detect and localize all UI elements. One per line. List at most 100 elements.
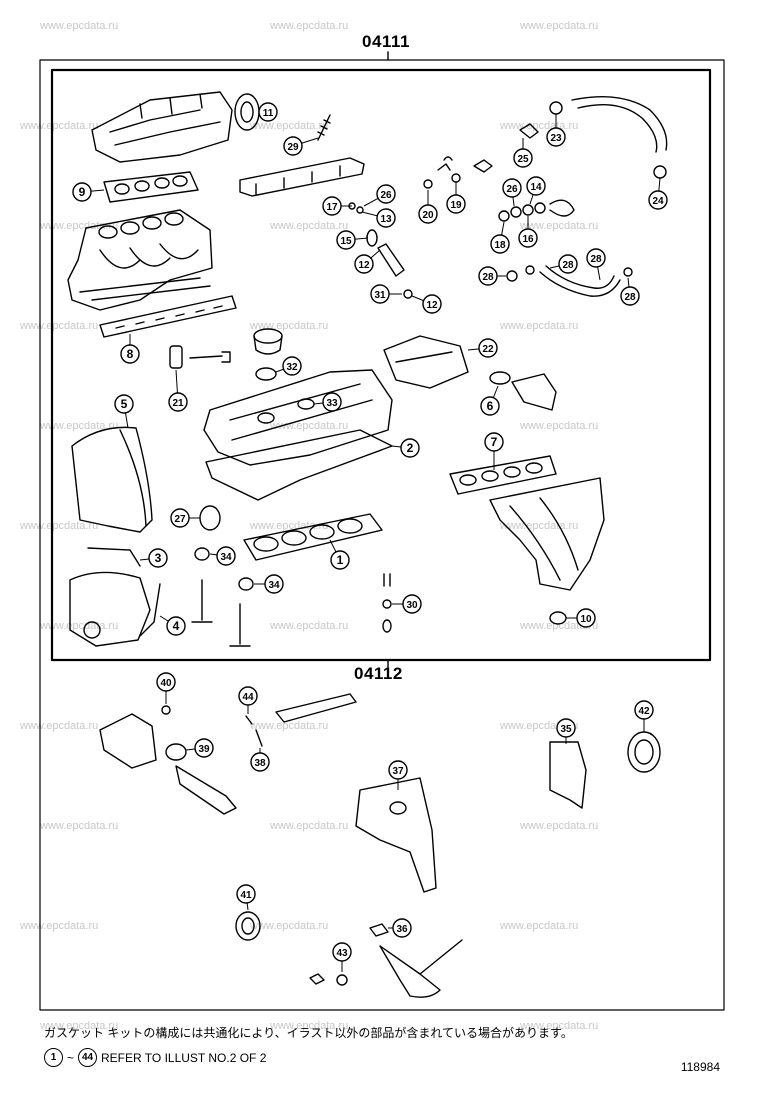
part-gasket-9 bbox=[103, 171, 199, 203]
callout-circle bbox=[546, 127, 566, 147]
part-gasket-11 bbox=[234, 93, 260, 131]
watermark-text: www.epcdata.ru bbox=[250, 120, 329, 132]
callout-circle bbox=[400, 438, 420, 458]
callout-29: 29 bbox=[283, 136, 303, 156]
callout-28: 28 bbox=[620, 286, 640, 306]
callout-number: 39 bbox=[198, 744, 210, 755]
ref-end-number: 44 bbox=[78, 1048, 98, 1067]
part-grommet-33 bbox=[297, 398, 315, 410]
callout-circle bbox=[322, 392, 342, 412]
callout-41: 41 bbox=[236, 884, 256, 904]
callout-10: 10 bbox=[576, 608, 596, 628]
callout-25: 25 bbox=[513, 148, 533, 168]
callout-34: 34 bbox=[216, 546, 236, 566]
callout-number: 28 bbox=[562, 260, 574, 271]
callout-16: 16 bbox=[518, 228, 538, 248]
watermark-text: www.epcdata.ru bbox=[250, 520, 329, 532]
callout-circle bbox=[194, 738, 214, 758]
inner-frame-04111 bbox=[50, 68, 712, 662]
part-cylinder-head-cover bbox=[203, 369, 393, 466]
watermark-text: www.epcdata.ru bbox=[500, 920, 579, 932]
part-rear-seal-retainer-35 bbox=[549, 741, 587, 809]
callout-19: 19 bbox=[446, 194, 466, 214]
callout-circle bbox=[422, 294, 442, 314]
callout-circle bbox=[376, 208, 396, 228]
part-bolt-21 bbox=[169, 345, 231, 369]
callout-13: 13 bbox=[376, 208, 396, 228]
callout-circle bbox=[264, 574, 284, 594]
callout-12: 12 bbox=[354, 254, 374, 274]
part-oil-strainer bbox=[379, 939, 463, 998]
callout-circle bbox=[156, 672, 176, 692]
watermark-text: www.epcdata.ru bbox=[270, 220, 349, 232]
callout-circle bbox=[418, 204, 438, 224]
ref-tilde: ~ bbox=[67, 1050, 75, 1065]
callout-number: 31 bbox=[374, 290, 386, 301]
callout-number: 27 bbox=[174, 514, 186, 525]
part-oring-40 bbox=[161, 705, 171, 715]
callout-33: 33 bbox=[322, 392, 342, 412]
callout-39: 39 bbox=[194, 738, 214, 758]
watermark-text: www.epcdata.ru bbox=[270, 20, 349, 32]
watermark-text: www.epcdata.ru bbox=[40, 620, 119, 632]
part-delivery-pipe bbox=[239, 157, 365, 197]
watermark-text: www.epcdata.ru bbox=[40, 1020, 119, 1032]
part-exhaust-manifold-gasket-7 bbox=[449, 455, 557, 495]
callout-circle bbox=[586, 248, 606, 268]
callout-circle bbox=[502, 178, 522, 198]
callout-37: 37 bbox=[388, 760, 408, 780]
callout-circle bbox=[322, 196, 342, 216]
callout-number: 9 bbox=[79, 185, 86, 199]
part-timing-cover-lower bbox=[69, 571, 151, 647]
callout-circle bbox=[556, 718, 576, 738]
callout-35: 35 bbox=[556, 718, 576, 738]
part-water-pump bbox=[99, 713, 237, 815]
callout-circle bbox=[576, 608, 596, 628]
callout-number: 26 bbox=[506, 184, 518, 195]
part-seal-30 bbox=[382, 573, 392, 633]
callout-circle bbox=[558, 254, 578, 274]
callout-23: 23 bbox=[546, 127, 566, 147]
callout-circle bbox=[402, 594, 422, 614]
callout-circle bbox=[354, 254, 374, 274]
watermark-text: www.epcdata.ru bbox=[40, 420, 119, 432]
part-exhaust-gasket-6 bbox=[489, 371, 557, 411]
callout-number: 19 bbox=[450, 200, 462, 211]
callout-number: 28 bbox=[482, 272, 494, 283]
watermark-text: www.epcdata.ru bbox=[520, 420, 599, 432]
callout-number: 12 bbox=[426, 300, 438, 311]
callout-12: 12 bbox=[422, 294, 442, 314]
callout-circle bbox=[478, 266, 498, 286]
part-gasket-4 bbox=[139, 583, 161, 637]
callout-number: 5 bbox=[121, 397, 128, 411]
callout-number: 18 bbox=[494, 240, 506, 251]
callout-43: 43 bbox=[332, 942, 352, 962]
part-exhaust-manifold bbox=[489, 477, 605, 591]
callout-circle bbox=[376, 184, 396, 204]
callout-number: 30 bbox=[406, 600, 418, 611]
callout-circle bbox=[484, 432, 504, 452]
callout-number: 41 bbox=[240, 890, 252, 901]
callout-28: 28 bbox=[558, 254, 578, 274]
callout-21: 21 bbox=[168, 392, 188, 412]
callout-9: 9 bbox=[72, 182, 92, 202]
part-intake-manifold bbox=[67, 209, 213, 311]
part-cylinder-head-gasket-1 bbox=[243, 513, 383, 561]
callout-6: 6 bbox=[480, 396, 500, 416]
callout-number: 7 bbox=[491, 435, 498, 449]
callout-number: 1 bbox=[337, 553, 344, 567]
callout-circle bbox=[120, 344, 140, 364]
callout-40: 40 bbox=[156, 672, 176, 692]
part-oil-filler-cap bbox=[253, 328, 283, 355]
callout-14: 14 bbox=[526, 176, 546, 196]
callout-number: 34 bbox=[220, 552, 232, 563]
part-gasket-36 bbox=[369, 923, 389, 937]
callout-number: 34 bbox=[268, 580, 280, 591]
callout-circle bbox=[526, 176, 546, 196]
callout-circle bbox=[216, 546, 236, 566]
callout-26: 26 bbox=[502, 178, 522, 198]
callout-number: 36 bbox=[396, 924, 408, 935]
callout-number: 25 bbox=[517, 154, 529, 165]
callout-number: 17 bbox=[326, 202, 338, 213]
callout-38: 38 bbox=[250, 752, 270, 772]
